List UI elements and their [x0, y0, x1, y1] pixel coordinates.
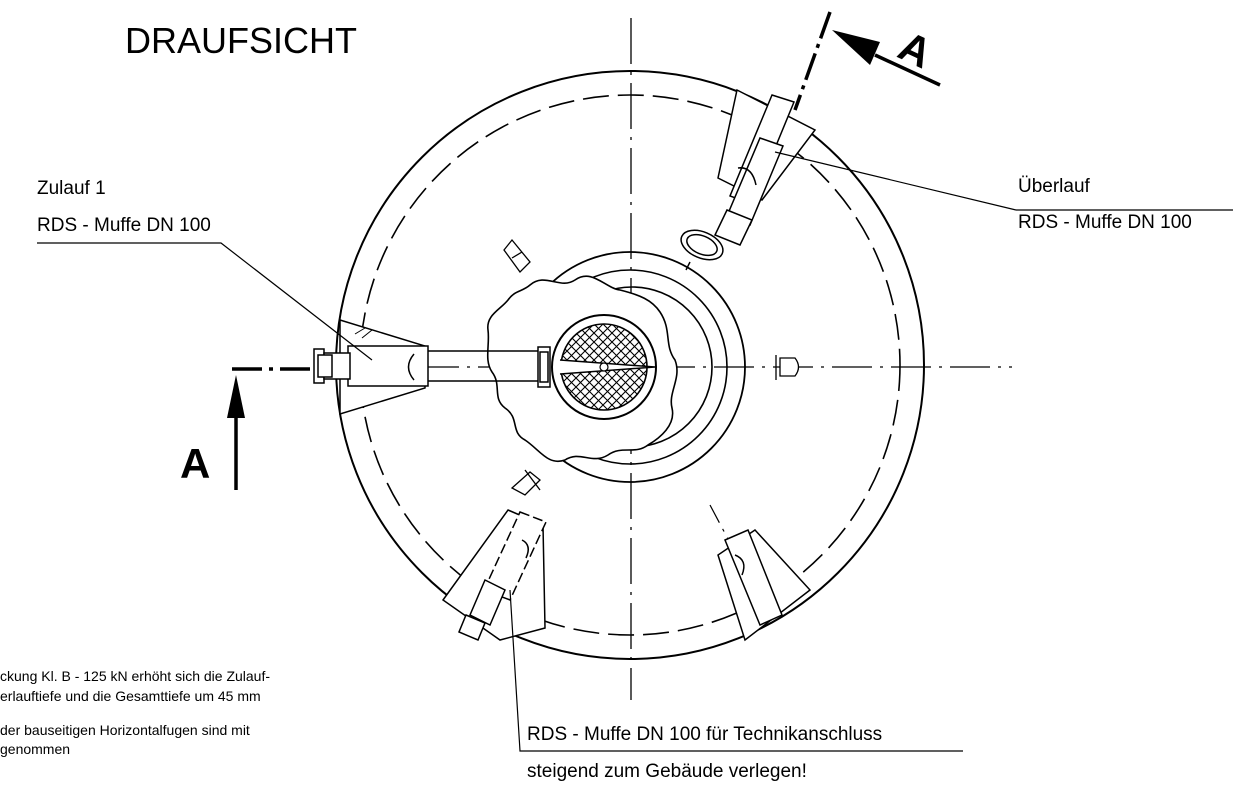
filter-center — [599, 362, 609, 372]
overflow-pipe — [680, 88, 817, 271]
leader-lines — [37, 151, 1233, 752]
section-arrow-a-top-head — [832, 30, 880, 65]
inlet-fitting-label: RDS - Muffe DN 100 — [37, 215, 211, 236]
overflow-name-label: Überlauf — [1018, 176, 1090, 197]
inlet-name-label: Zulauf 1 — [37, 178, 106, 199]
inlet-pipe — [313, 318, 551, 416]
stub-right — [775, 355, 800, 380]
overflow-fitting-label: RDS - Muffe DN 100 — [1018, 212, 1192, 233]
stub-bottom-left — [510, 469, 541, 496]
tech-connection-pipe — [441, 509, 548, 641]
note-line-4: genommen — [0, 741, 71, 757]
view-title: DRAUFSICHT — [125, 20, 357, 61]
tech-fitting-label: RDS - Muffe DN 100 für Technikanschluss — [527, 724, 883, 745]
section-label-a-left: A — [180, 440, 211, 487]
bottom-right-connection — [717, 529, 812, 642]
section-line-a-top — [793, 11, 832, 111]
note-line-1: ckung Kl. B - 125 kN erhöht sich die Zul… — [0, 668, 271, 684]
section-arrow-a-left-head — [227, 375, 245, 418]
tech-instruction-label: steigend zum Gebäude verlegen! — [527, 761, 807, 782]
note-line-3: der bauseitigen Horizontalfugen sind mit — [0, 722, 250, 738]
section-arrow-a-top-shaft — [874, 53, 941, 87]
stub-top-left — [503, 238, 531, 273]
note-line-2: erlauftiefe und die Gesamttiefe um 45 mm — [0, 688, 261, 704]
